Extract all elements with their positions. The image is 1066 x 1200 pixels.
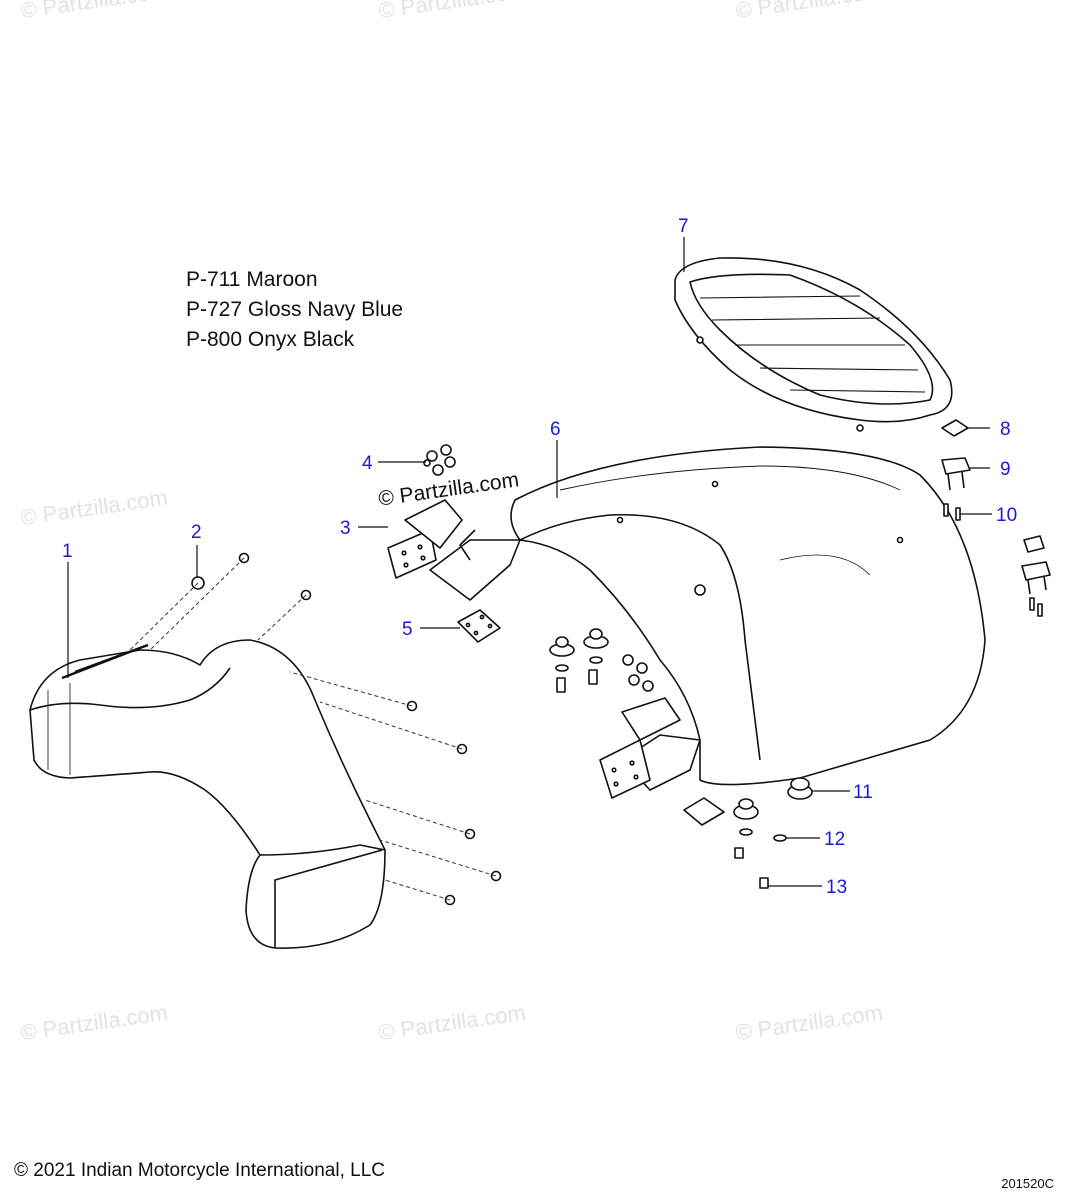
part-3-hinge bbox=[387, 499, 463, 579]
part-4-nut-set bbox=[423, 444, 456, 476]
color-notes: P-711 Maroon P-727 Gloss Navy Blue P-800… bbox=[186, 265, 403, 355]
callout-labels: 1 2 3 4 5 6 7 8 9 10 11 12 13 bbox=[62, 216, 1017, 898]
latch-assembly-right bbox=[1021, 535, 1051, 617]
callout-4: 4 bbox=[362, 453, 373, 474]
callout-1: 1 bbox=[62, 541, 73, 562]
part-8-clip bbox=[941, 419, 969, 437]
leader-dash-lines bbox=[127, 557, 497, 901]
copyright-text: © 2021 Indian Motorcycle International, … bbox=[14, 1160, 385, 1181]
callout-11: 11 bbox=[853, 782, 873, 803]
color-note: P-711 Maroon bbox=[186, 268, 318, 291]
part-5-plate bbox=[457, 609, 501, 643]
callout-13: 13 bbox=[826, 877, 847, 898]
color-note: P-727 Gloss Navy Blue bbox=[186, 298, 404, 321]
part-11-bumper bbox=[733, 777, 813, 820]
part-12-washer bbox=[739, 828, 787, 842]
callout-2: 2 bbox=[191, 522, 202, 543]
callout-5: 5 bbox=[402, 619, 413, 640]
callout-7: 7 bbox=[678, 216, 689, 237]
callout-8: 8 bbox=[1000, 419, 1011, 440]
drawing-code: 201520C bbox=[1001, 1176, 1054, 1191]
part-1-lid bbox=[29, 639, 386, 949]
callout-6: 6 bbox=[550, 419, 561, 440]
callout-10: 10 bbox=[996, 505, 1017, 526]
callout-leaders bbox=[67, 237, 992, 887]
callout-3: 3 bbox=[340, 518, 351, 539]
part-9-latch bbox=[941, 457, 971, 491]
part-6-trunk-body bbox=[429, 446, 986, 791]
color-note: P-800 Onyx Black bbox=[186, 328, 355, 351]
lower-hinge bbox=[599, 697, 681, 799]
callout-12: 12 bbox=[824, 829, 845, 850]
part-7-luggage-rack bbox=[674, 257, 953, 432]
small-plate bbox=[683, 797, 725, 826]
part-13-screw bbox=[734, 847, 769, 889]
mounting-hardware bbox=[549, 628, 654, 693]
screw-set bbox=[191, 552, 502, 906]
callout-9: 9 bbox=[1000, 459, 1011, 480]
